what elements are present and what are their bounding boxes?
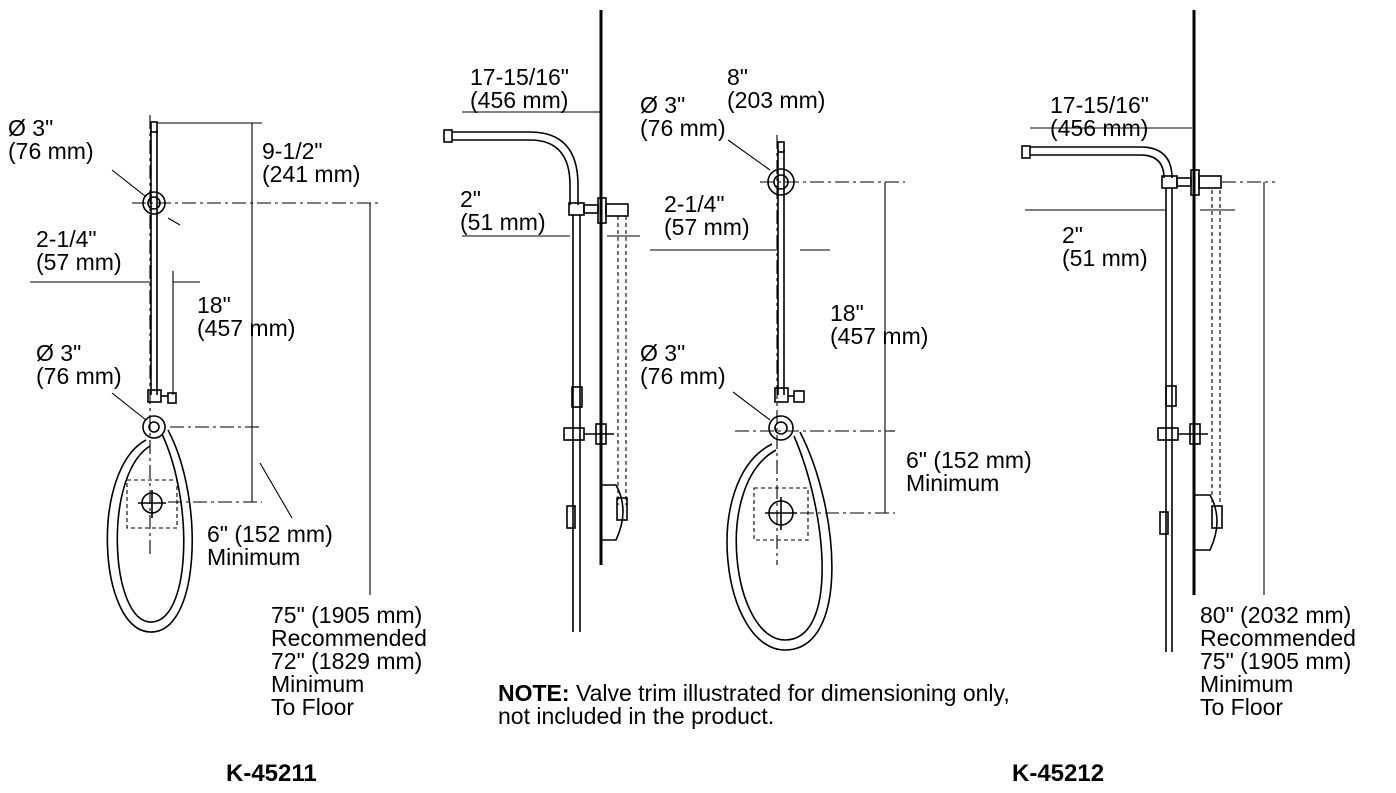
label-height-top-a: 9-1/2" (241 mm) — [262, 138, 361, 187]
label-min-gap-c: 6" (152 mm) Minimum — [906, 447, 1032, 496]
label-diameter-bottom-c: Ø 3" (76 mm) — [640, 340, 726, 389]
label-wall-offset-b: 2" (51 mm) — [460, 186, 546, 235]
label-diameter-top-c: Ø 3" (76 mm) — [640, 92, 726, 141]
label-reach-d: 17-15/16" (456 mm) — [1050, 92, 1149, 141]
label-reach-b: 17-15/16" (456 mm) — [470, 64, 569, 113]
label-offset-a: 2-1/4" (57 mm) — [36, 226, 122, 275]
label-offset-c: 2-1/4" (57 mm) — [664, 191, 750, 240]
label-min-gap-a: 6" (152 mm) Minimum — [207, 521, 333, 570]
figure-a-front-view — [30, 115, 380, 633]
label-diameter-bottom-a: Ø 3" (76 mm) — [36, 340, 122, 389]
label-floor-a: 75" (1905 mm) Recommended 72" (1829 mm) … — [271, 602, 427, 720]
label-span-c: 18" (457 mm) — [830, 300, 929, 349]
figure-c-front-view — [650, 135, 905, 651]
label-floor-d: 80" (2032 mm) Recommended 75" (1905 mm) … — [1200, 602, 1356, 720]
note: NOTE: Valve trim illustrated for dimensi… — [498, 682, 1010, 728]
note-prefix: NOTE: — [498, 680, 570, 706]
figure-d-side-view — [1021, 10, 1275, 652]
label-span-a: 18" (457 mm) — [197, 292, 296, 341]
model-number-right: K-45212 — [1012, 760, 1105, 787]
label-diameter-top-a: Ø 3" (76 mm) — [8, 115, 94, 164]
label-top-height-c: 8" (203 mm) — [727, 64, 826, 113]
note-text: Valve trim illustrated for dimensioning … — [498, 680, 1010, 729]
label-wall-offset-d: 2" (51 mm) — [1062, 222, 1148, 271]
model-number-left: K-45211 — [226, 760, 317, 787]
figure-b-side-view — [443, 10, 640, 632]
